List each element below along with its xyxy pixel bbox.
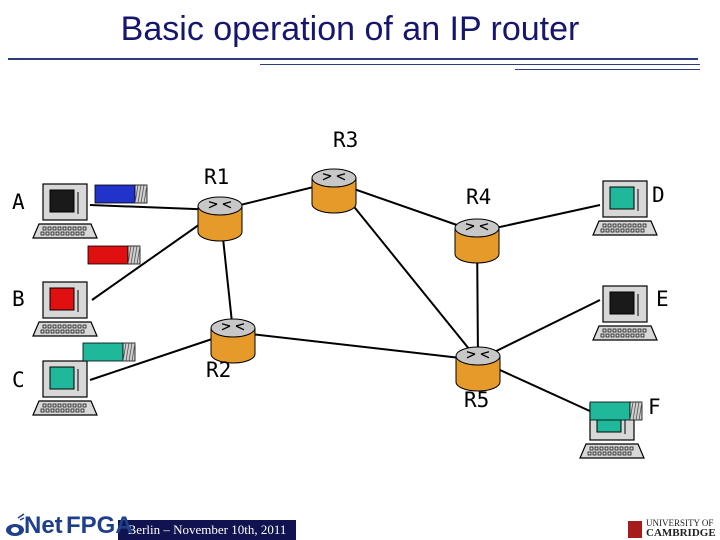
router-R5	[455, 346, 501, 392]
host-A-computer-icon	[32, 183, 98, 239]
link-R2-R5	[232, 331, 479, 361]
cambridge-line-1: UNIVERSITY OF	[646, 518, 714, 528]
host-label-E: E	[656, 287, 669, 311]
link-R5-E	[477, 299, 601, 361]
router-label-R2: R2	[206, 358, 232, 382]
host-label-C: C	[12, 368, 25, 392]
host-label-F: F	[648, 395, 661, 419]
packet-F	[589, 401, 643, 421]
router-R4	[454, 218, 500, 264]
router-label-R4: R4	[466, 185, 492, 209]
logo-net-text: Net	[24, 512, 63, 539]
packet-C	[82, 342, 136, 362]
host-C-computer-icon	[32, 360, 98, 416]
link-R3-R5	[333, 181, 479, 361]
link-R3-R4	[333, 181, 478, 233]
host-label-A: A	[12, 190, 25, 214]
cambridge-wordmark: UNIVERSITY OF CAMBRIDGE	[646, 518, 716, 539]
cambridge-crest-icon	[628, 521, 642, 538]
title-underline-rule	[8, 58, 698, 60]
router-R2	[210, 318, 256, 364]
link-C-R2	[89, 331, 234, 381]
router-label-R3: R3	[333, 128, 359, 152]
host-E-computer-icon	[592, 285, 658, 341]
footer-date-banner: Berlin – November 10th, 2011	[118, 520, 296, 540]
title-rule-secondary	[260, 64, 700, 65]
slide-title: Basic operation of an IP router	[120, 10, 580, 48]
netfpga-logo-icon	[6, 513, 25, 536]
cambridge-line-2: CAMBRIDGE	[646, 527, 716, 539]
router-label-R5: R5	[464, 388, 490, 412]
logo-fpga-text: FPGA	[66, 512, 133, 539]
router-label-R1: R1	[204, 165, 230, 189]
host-label-B: B	[12, 287, 25, 311]
router-R1	[197, 196, 243, 242]
host-B-computer-icon	[32, 281, 98, 337]
packet-B	[87, 245, 141, 265]
host-label-D: D	[652, 183, 665, 207]
host-D-computer-icon	[592, 180, 658, 236]
router-R3	[311, 168, 357, 214]
title-rule-tertiary	[515, 69, 700, 70]
packet-A	[94, 184, 148, 204]
